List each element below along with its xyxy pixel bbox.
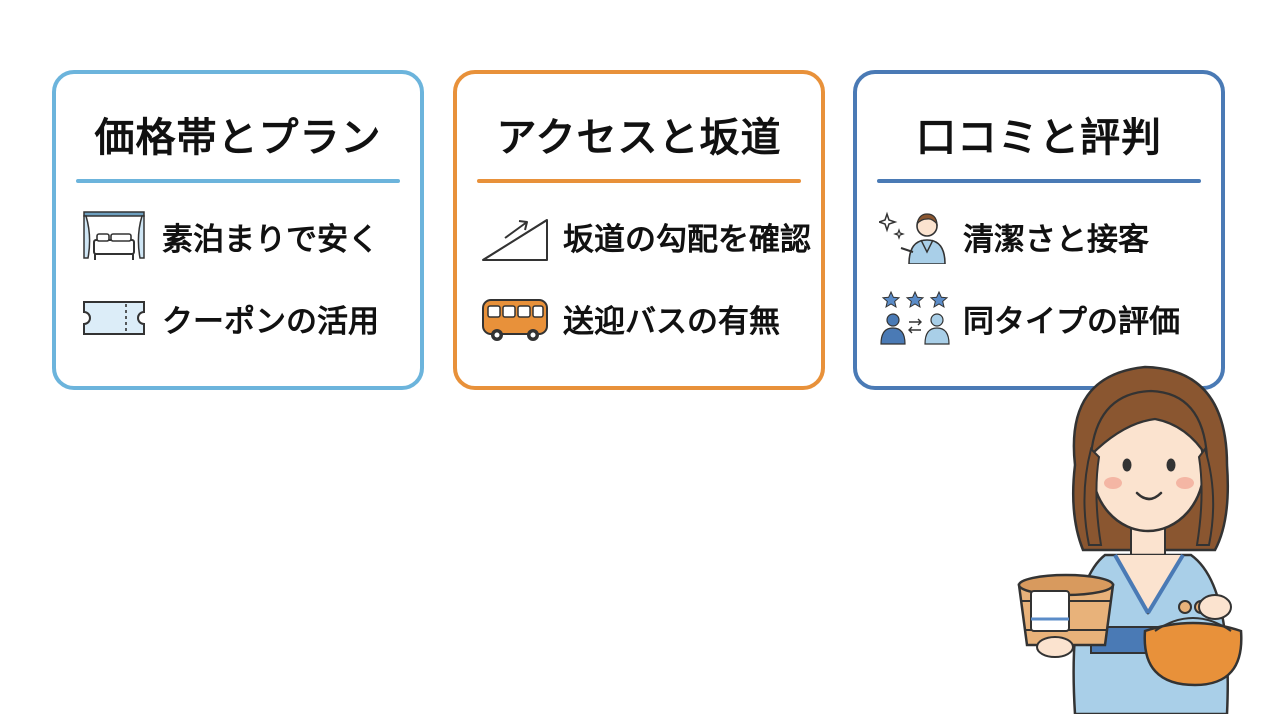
bus-icon	[479, 290, 551, 346]
card-title: 口コミと評判	[916, 115, 1162, 161]
item-label: 送迎バスの有無	[563, 303, 780, 340]
card-title: アクセスと坂道	[496, 115, 782, 161]
staff-icon	[879, 208, 951, 264]
item-label: クーポンの活用	[162, 303, 379, 340]
card-title: 価格帯とプラン	[94, 115, 382, 161]
list-item: クーポンの活用	[78, 288, 379, 348]
list-item: 送迎バスの有無	[479, 288, 780, 348]
card-divider	[76, 179, 400, 183]
slope-icon	[479, 208, 551, 264]
item-label: 坂道の勾配を確認	[563, 221, 811, 258]
access-slope-card: アクセスと坂道 坂道の勾配を確認	[453, 70, 825, 390]
price-plan-card: 価格帯とプラン 素泊まりで安く クーポンの活用	[52, 70, 424, 390]
list-item: 清潔さと接客	[879, 206, 1149, 266]
yukata-woman-illustration	[1005, 345, 1280, 714]
item-label: 素泊まりで安く	[162, 221, 379, 258]
coupon-icon	[78, 290, 150, 346]
list-item: 坂道の勾配を確認	[479, 206, 811, 266]
card-divider	[877, 179, 1201, 183]
reviews-card: 口コミと評判 清潔さと接客	[853, 70, 1225, 390]
rating-people-icon	[879, 290, 951, 346]
card-divider	[477, 179, 801, 183]
item-label: 清潔さと接客	[963, 221, 1149, 258]
bed-icon	[78, 208, 150, 264]
list-item: 同タイプの評価	[879, 288, 1180, 348]
list-item: 素泊まりで安く	[78, 206, 379, 266]
item-label: 同タイプの評価	[963, 303, 1180, 340]
